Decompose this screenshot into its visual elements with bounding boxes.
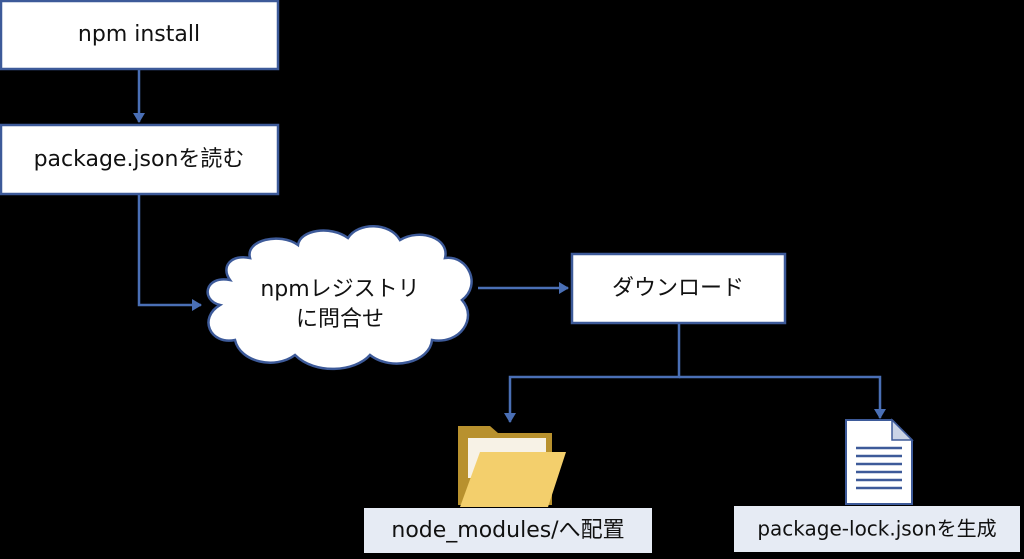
cloud-shape	[206, 225, 473, 371]
node-npm-install-box	[0, 0, 280, 71]
folder-icon	[458, 426, 566, 507]
document-lines	[856, 446, 902, 490]
caption-lock-box	[734, 506, 1020, 552]
node-read-package-json-label: package.jsonを読む	[34, 147, 245, 172]
caption-node-modules-box	[364, 508, 652, 553]
node-query-registry-label-line1: npmレジストリ	[260, 277, 419, 302]
node-place-node-modules: node_modules/へ配置	[364, 508, 652, 553]
document-fold	[891, 418, 914, 441]
node-generate-lock: package-lock.jsonを生成	[734, 506, 1020, 552]
folder-front	[460, 452, 566, 507]
node-read-package-json-box	[0, 123, 280, 196]
node-npm-install: npm install	[0, 0, 280, 71]
caption-lock-label: package-lock.jsonを生成	[757, 517, 996, 541]
connectors	[133, 70, 886, 423]
node-download-box	[570, 252, 787, 325]
node-npm-install-label: npm install	[78, 22, 200, 47]
arrow-read-to-registry	[137, 195, 202, 311]
node-download: ダウンロード	[570, 252, 787, 325]
arrow-download-to-lock	[679, 375, 886, 419]
caption-node-modules-label: node_modules/へ配置	[391, 518, 624, 543]
node-read-package-json: package.jsonを読む	[0, 123, 280, 196]
arrow-download-to-node-modules	[504, 324, 681, 423]
node-query-registry: npmレジストリ に問合せ	[206, 225, 473, 371]
node-download-label: ダウンロード	[612, 276, 744, 301]
document-page	[845, 419, 913, 505]
document-icon	[845, 418, 914, 505]
node-query-registry-label-line2: に問合せ	[296, 307, 384, 332]
